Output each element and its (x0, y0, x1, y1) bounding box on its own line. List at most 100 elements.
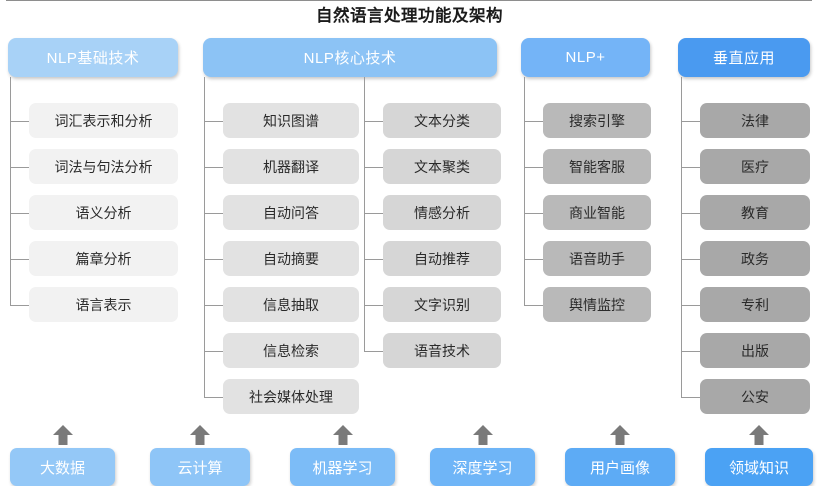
item-box[interactable]: 搜索引擎 (543, 103, 651, 138)
connector-branch (364, 258, 383, 260)
connector-branch (681, 396, 700, 398)
header-label: NLP核心技术 (303, 50, 397, 67)
foundation-box[interactable]: 领域知识 (705, 448, 813, 486)
connector-branch (681, 120, 700, 122)
connector-branch (10, 212, 29, 214)
item-box[interactable]: 情感分析 (383, 195, 501, 230)
item-box[interactable]: 社会媒体处理 (223, 379, 359, 414)
item-box[interactable]: 信息检索 (223, 333, 359, 368)
foundation-box[interactable]: 机器学习 (290, 448, 395, 486)
item-box[interactable]: 信息抽取 (223, 287, 359, 322)
item-label: 专利 (741, 296, 769, 313)
item-label: 词法与句法分析 (54, 158, 153, 175)
connector-branch (364, 350, 383, 352)
arrow-up-icon (189, 424, 211, 446)
item-label: 机器翻译 (263, 158, 319, 175)
item-box[interactable]: 语音技术 (383, 333, 501, 368)
connector-branch (204, 350, 223, 352)
item-label: 教育 (741, 204, 769, 221)
item-box[interactable]: 自动推荐 (383, 241, 501, 276)
connector-branch (364, 120, 383, 122)
item-label: 文本分类 (414, 112, 470, 129)
item-box[interactable]: 政务 (700, 241, 810, 276)
item-box[interactable]: 医疗 (700, 149, 810, 184)
item-box[interactable]: 词法与句法分析 (29, 149, 178, 184)
header-box-3[interactable]: NLP+ (521, 38, 650, 77)
item-box[interactable]: 语音助手 (543, 241, 651, 276)
connector-branch (524, 212, 543, 214)
header-box-1[interactable]: NLP基础技术 (8, 38, 178, 77)
item-label: 语义分析 (75, 204, 132, 221)
item-label: 信息抽取 (263, 296, 319, 313)
header-label: NLP+ (565, 49, 606, 66)
item-label: 文字识别 (414, 296, 470, 313)
item-box[interactable]: 专利 (700, 287, 810, 322)
foundation-box[interactable]: 大数据 (10, 448, 115, 486)
connector-branch (364, 212, 383, 214)
foundation-box[interactable]: 用户画像 (565, 448, 675, 486)
connector-trunk (204, 77, 205, 397)
item-label: 自动问答 (263, 204, 319, 221)
item-label: 词汇表示和分析 (54, 112, 153, 129)
foundation-box[interactable]: 深度学习 (430, 448, 535, 486)
item-box[interactable]: 公安 (700, 379, 810, 414)
item-label: 搜索引擎 (569, 112, 625, 129)
item-box[interactable]: 文本聚类 (383, 149, 501, 184)
connector-branch (524, 258, 543, 260)
foundation-label: 机器学习 (312, 459, 373, 477)
item-box[interactable]: 出版 (700, 333, 810, 368)
item-box[interactable]: 语义分析 (29, 195, 178, 230)
item-label: 情感分析 (414, 204, 470, 221)
connector-branch (204, 258, 223, 260)
connector-branch (10, 166, 29, 168)
header-label: NLP基础技术 (46, 50, 140, 67)
item-label: 文本聚类 (414, 158, 470, 175)
foundation-label: 大数据 (39, 459, 85, 477)
connector-branch (204, 304, 223, 306)
arrow-up-icon (52, 424, 74, 446)
item-box[interactable]: 自动问答 (223, 195, 359, 230)
item-box[interactable]: 语言表示 (29, 287, 178, 322)
item-box[interactable]: 教育 (700, 195, 810, 230)
header-box-4[interactable]: 垂直应用 (678, 38, 810, 77)
connector-branch (524, 166, 543, 168)
foundation-label: 领域知识 (728, 459, 789, 477)
item-box[interactable]: 机器翻译 (223, 149, 359, 184)
connector-branch (364, 166, 383, 168)
connector-branch (204, 166, 223, 168)
foundation-baseline (6, 0, 812, 1)
connector-branch (204, 120, 223, 122)
connector-branch (204, 212, 223, 214)
connector-branch (681, 258, 700, 260)
item-box[interactable]: 商业智能 (543, 195, 651, 230)
item-label: 语音技术 (414, 342, 470, 359)
item-box[interactable]: 自动摘要 (223, 241, 359, 276)
item-box[interactable]: 词汇表示和分析 (29, 103, 178, 138)
connector-trunk (524, 77, 525, 305)
item-label: 知识图谱 (263, 112, 319, 129)
item-box[interactable]: 文本分类 (383, 103, 501, 138)
item-box[interactable]: 篇章分析 (29, 241, 178, 276)
connector-branch (681, 212, 700, 214)
arrow-up-icon (332, 424, 354, 446)
foundation-label: 深度学习 (452, 459, 513, 477)
item-label: 语言表示 (75, 296, 132, 313)
item-box[interactable]: 智能客服 (543, 149, 651, 184)
item-label: 信息检索 (263, 342, 319, 359)
item-box[interactable]: 知识图谱 (223, 103, 359, 138)
foundation-box[interactable]: 云计算 (150, 448, 250, 486)
connector-branch (681, 350, 700, 352)
item-box[interactable]: 舆情监控 (543, 287, 651, 322)
arrow-up-icon (472, 424, 494, 446)
item-box[interactable]: 法律 (700, 103, 810, 138)
page-title: 自然语言处理功能及架构 (316, 7, 503, 25)
connector-branch (10, 304, 29, 306)
item-box[interactable]: 文字识别 (383, 287, 501, 322)
connector-branch (10, 120, 29, 122)
connector-trunk (10, 77, 11, 305)
connector-branch (204, 396, 223, 398)
item-label: 政务 (741, 250, 769, 267)
item-label: 智能客服 (569, 158, 625, 175)
header-box-2[interactable]: NLP核心技术 (203, 38, 497, 77)
